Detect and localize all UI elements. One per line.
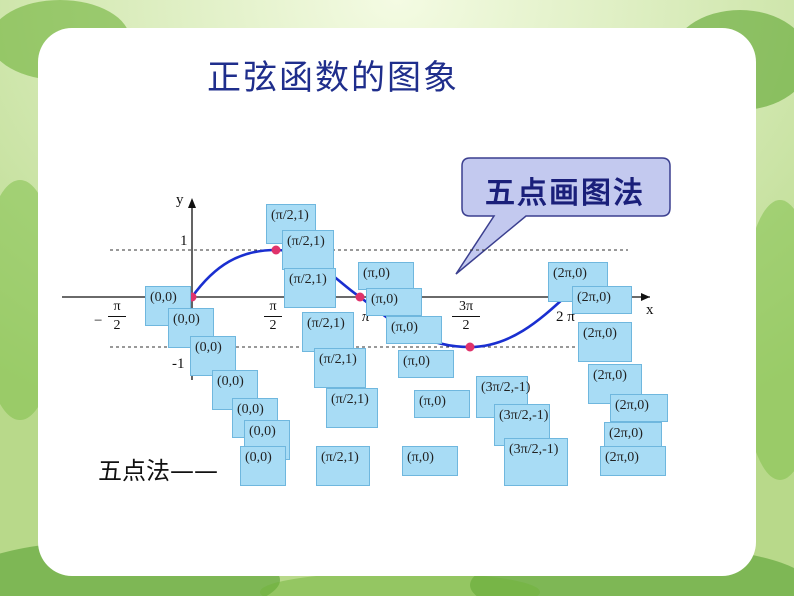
y-axis-label: y [176,192,184,208]
point-pi-0 [355,292,365,302]
point-label-pi-0: (π,0) [386,316,442,344]
point-label-2pi-0: (2π,0) [578,322,632,362]
minus-sign: − [94,313,103,329]
point-label-pi-0: (π,0) [402,446,458,476]
point-label-pi-0: (π,0) [358,262,414,290]
slide-title: 正弦函数的图象 [207,58,459,98]
callout-bubble [455,157,671,275]
y-tick-minus1: -1 [172,356,185,372]
point-label-3pi-half-minus1: (3π/2,-1) [504,438,568,486]
point-label-pi-half-1: (π/2,1) [282,230,334,270]
point-label-pi-half-1: (π/2,1) [326,388,378,428]
point-label-pi-half-1: (π/2,1) [284,268,336,308]
x-axis-arrow [641,293,650,301]
y-axis-arrow [188,198,196,208]
tick-2pi: 2 π [556,309,575,325]
callout-text: 五点画图法 [485,176,645,211]
point-label-pi-half-1: (π/2,1) [314,348,366,388]
five-point-method-label: 五点法—— [98,457,218,485]
point-label-pi-0: (π,0) [398,350,454,378]
point-label-2pi-0: (2π,0) [572,286,632,314]
point-label-pi-0: (π,0) [414,390,470,418]
tick-pi: π [362,309,370,325]
point-label-pi-half-1: (π/2,1) [302,312,354,352]
point-3pi-half-minus1 [465,342,475,352]
x-axis-label: x [646,302,654,318]
point-label-0-0: (0,0) [240,446,286,486]
point-label-2pi-0: (2π,0) [610,394,668,422]
y-tick-1: 1 [180,233,188,249]
point-pi-half-1 [271,245,281,255]
point-label-0-0: (0,0) [190,336,236,376]
point-label-pi-half-1: (π/2,1) [316,446,370,486]
point-label-pi-0: (π,0) [366,288,422,316]
point-label-2pi-0: (2π,0) [600,446,666,476]
